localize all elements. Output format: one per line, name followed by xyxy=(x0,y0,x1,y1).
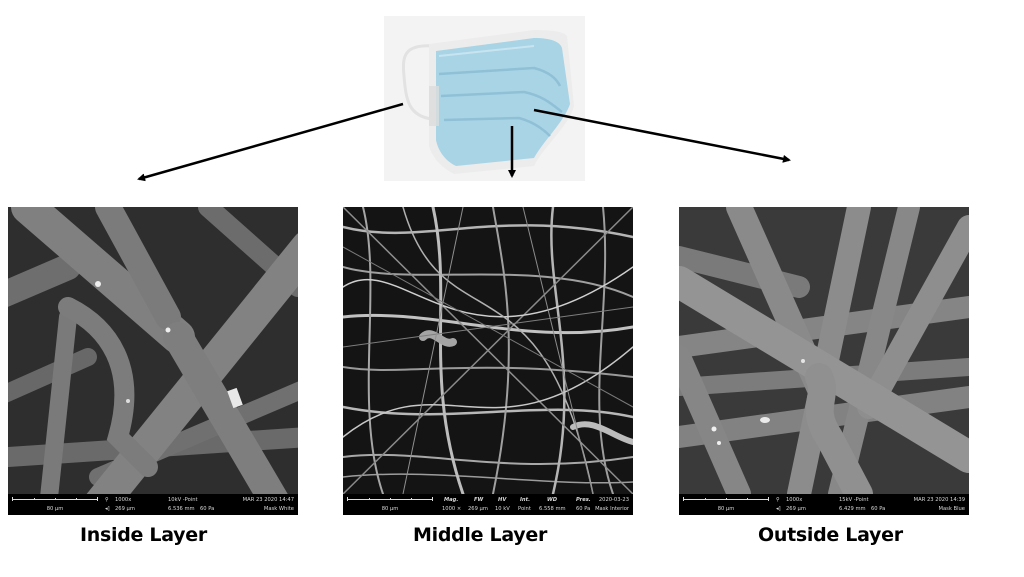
header-int: Int. xyxy=(520,497,531,503)
sample-name: Mask Blue xyxy=(938,506,966,512)
magnification: 1000x xyxy=(786,497,803,503)
scale-label: 80 µm xyxy=(46,506,64,512)
sem-infobar-outside: 80 µm ⚲ 1000x ◂] 269 µm 15kV -Point 6.42… xyxy=(679,494,969,515)
horizontal-field-width: 269 µm xyxy=(115,506,135,512)
caption-outside-layer: Outside Layer xyxy=(758,524,903,546)
value-hv: 10 kV xyxy=(495,506,510,512)
header-mag: Mag. xyxy=(444,497,459,503)
scale-label: 80 µm xyxy=(717,506,735,512)
sem-panel-middle: 80 µm Mag. 1000 × FW 269 µm HV 10 kV Int… xyxy=(343,207,633,515)
arrow-to-inside-layer xyxy=(137,102,404,182)
value-fw: 269 µm xyxy=(468,506,488,512)
sem-infobar-middle: 80 µm Mag. 1000 × FW 269 µm HV 10 kV Int… xyxy=(343,494,633,515)
scale-bar xyxy=(683,497,769,501)
sample-name: Mask White xyxy=(263,506,294,512)
header-wd: WD xyxy=(547,497,558,503)
horizontal-field-width: 269 µm xyxy=(786,506,806,512)
value-wd: 6.558 mm xyxy=(539,506,566,512)
working-distance: 6.429 mm xyxy=(839,506,866,512)
header-hv: HV xyxy=(498,497,507,503)
sem-image-middle xyxy=(343,207,633,494)
caption-inside-layer: Inside Layer xyxy=(80,524,207,546)
scale-label: 80 µm xyxy=(381,506,399,512)
value-mag: 1000 × xyxy=(442,506,462,512)
sem-panel-inside: 80 µm ⚲ 1000x ◂] 269 µm 10kV -Point 6.53… xyxy=(8,207,298,515)
value-pres: 60 Pa xyxy=(576,506,591,512)
sem-panel-outside: 80 µm ⚲ 1000x ◂] 269 µm 15kV -Point 6.42… xyxy=(679,207,969,515)
mask-photo xyxy=(384,16,585,181)
date: 2020-03-23 xyxy=(598,497,629,503)
arrow-to-outside-layer xyxy=(533,108,791,163)
surgical-mask-icon xyxy=(401,30,574,174)
date: MAR 23 2020 14:47 xyxy=(242,497,294,503)
pressure: 60 Pa xyxy=(200,506,215,512)
scale-bar xyxy=(12,497,98,501)
sem-infobar-inside: 80 µm ⚲ 1000x ◂] 269 µm 10kV -Point 6.53… xyxy=(8,494,298,515)
sem-image-inside xyxy=(8,207,298,494)
header-fw: FW xyxy=(474,497,484,503)
header-pres: Pres. xyxy=(576,497,591,503)
scale-bar xyxy=(347,497,433,501)
beam-mode: 15kV -Point xyxy=(839,497,869,503)
hfw-icon: ◂] xyxy=(776,506,781,512)
working-distance: 6.536 mm xyxy=(168,506,195,512)
sem-image-outside xyxy=(679,207,969,494)
beam-mode: 10kV -Point xyxy=(168,497,198,503)
caption-middle-layer: Middle Layer xyxy=(413,524,548,546)
magnification: 1000x xyxy=(115,497,132,503)
magnifier-icon: ⚲ xyxy=(105,497,109,503)
hfw-icon: ◂] xyxy=(105,506,110,512)
value-int: Point xyxy=(518,506,531,512)
pressure: 60 Pa xyxy=(871,506,886,512)
magnifier-icon: ⚲ xyxy=(776,497,780,503)
sample-name: Mask Interior xyxy=(595,506,629,512)
date: MAR 23 2020 14:39 xyxy=(913,497,965,503)
